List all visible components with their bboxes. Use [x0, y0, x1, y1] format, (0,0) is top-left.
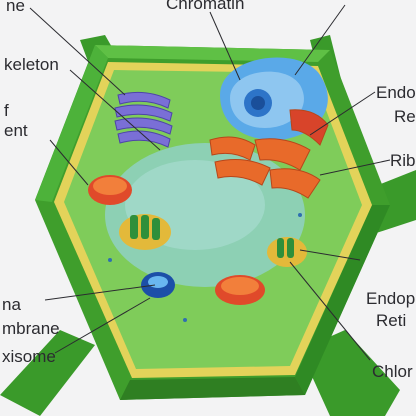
leader-lines: [29, 4, 391, 361]
golgi-apparatus: [114, 91, 173, 148]
label-er-right-1: Endo: [376, 83, 416, 102]
label-er-lower-1: Endop: [366, 289, 416, 308]
label-chromatin: Chromatin: [166, 0, 245, 13]
mitochondria: [88, 175, 265, 305]
label-er-right-2: Re: [394, 107, 416, 126]
label-chloroplast: Chlor: [372, 362, 413, 381]
chloroplasts: [119, 214, 307, 267]
label-er-lower-2: Reti: [376, 311, 407, 330]
label-ribosome: Ribo: [390, 151, 416, 170]
label-membrane-line1: na: [2, 295, 21, 314]
label-peroxisome: xisome: [2, 347, 56, 366]
peroxisome: [141, 272, 175, 298]
label-vacuole-line2: ent: [4, 121, 28, 140]
endoplasmic-reticulum: [209, 109, 329, 199]
label-cytoskeleton: keleton: [4, 55, 59, 74]
label-vacuole-line1: f: [4, 101, 9, 120]
label-top-left: ne: [6, 0, 25, 15]
label-membrane-line2: mbrane: [2, 319, 60, 338]
